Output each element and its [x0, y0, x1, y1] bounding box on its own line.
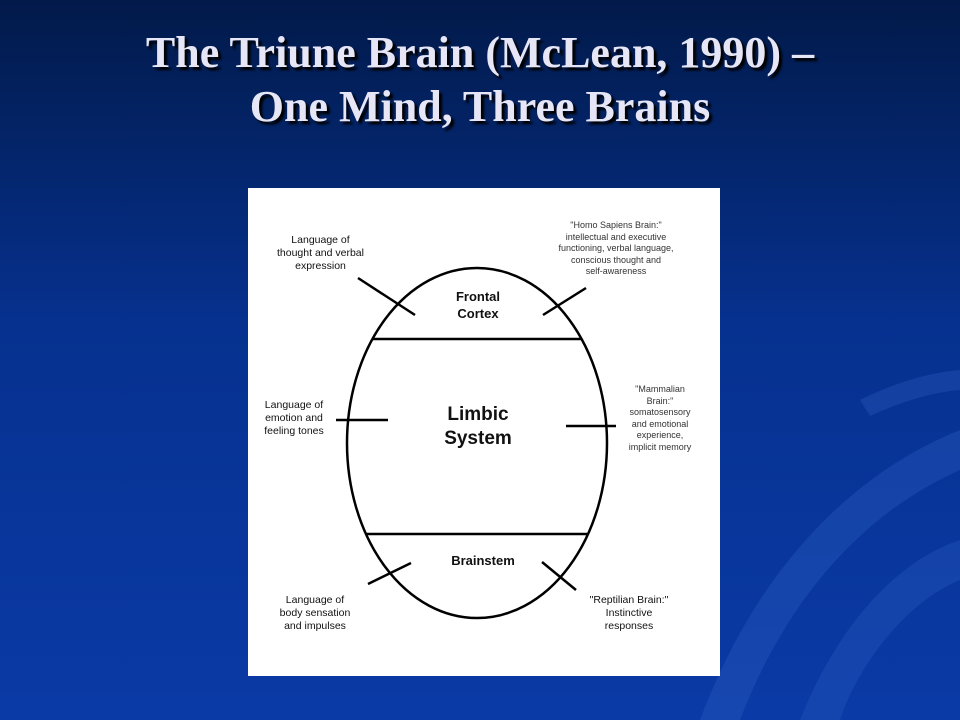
frontal-cortex-label: Frontal Cortex — [455, 289, 501, 321]
title-line-2: One Mind, Three Brains — [249, 82, 711, 131]
connector-left-top — [357, 276, 416, 317]
limbic-system-label: Limbic System — [444, 404, 512, 449]
left-label-thought: Language of thought and verbal expressio… — [277, 234, 364, 272]
brain-oval — [345, 266, 609, 620]
slide-title: The Triune Brain (McLean, 1990) – One Mi… — [0, 26, 960, 134]
connector-left-bottom — [367, 561, 412, 586]
left-label-body: Language of body sensation and impulses — [279, 594, 351, 632]
brainstem-label: Brainstem — [451, 553, 515, 568]
brain-outline-graphic — [336, 266, 616, 620]
right-label-homo-sapiens: "Homo Sapiens Brain:" intellectual and e… — [558, 220, 674, 276]
right-label-mammalian: "Mammalian Brain:" somatosensory and emo… — [628, 384, 692, 452]
left-label-emotion: Language of emotion and feeling tones — [264, 399, 324, 437]
triune-brain-diagram: Frontal Cortex Limbic System Brainstem L… — [248, 188, 720, 676]
connector-right-bottom — [541, 561, 577, 591]
connector-right-top — [542, 286, 587, 317]
title-line-1: The Triune Brain (McLean, 1990) – — [145, 28, 815, 77]
right-label-reptilian: "Reptilian Brain:" Instinctive responses — [589, 594, 669, 632]
